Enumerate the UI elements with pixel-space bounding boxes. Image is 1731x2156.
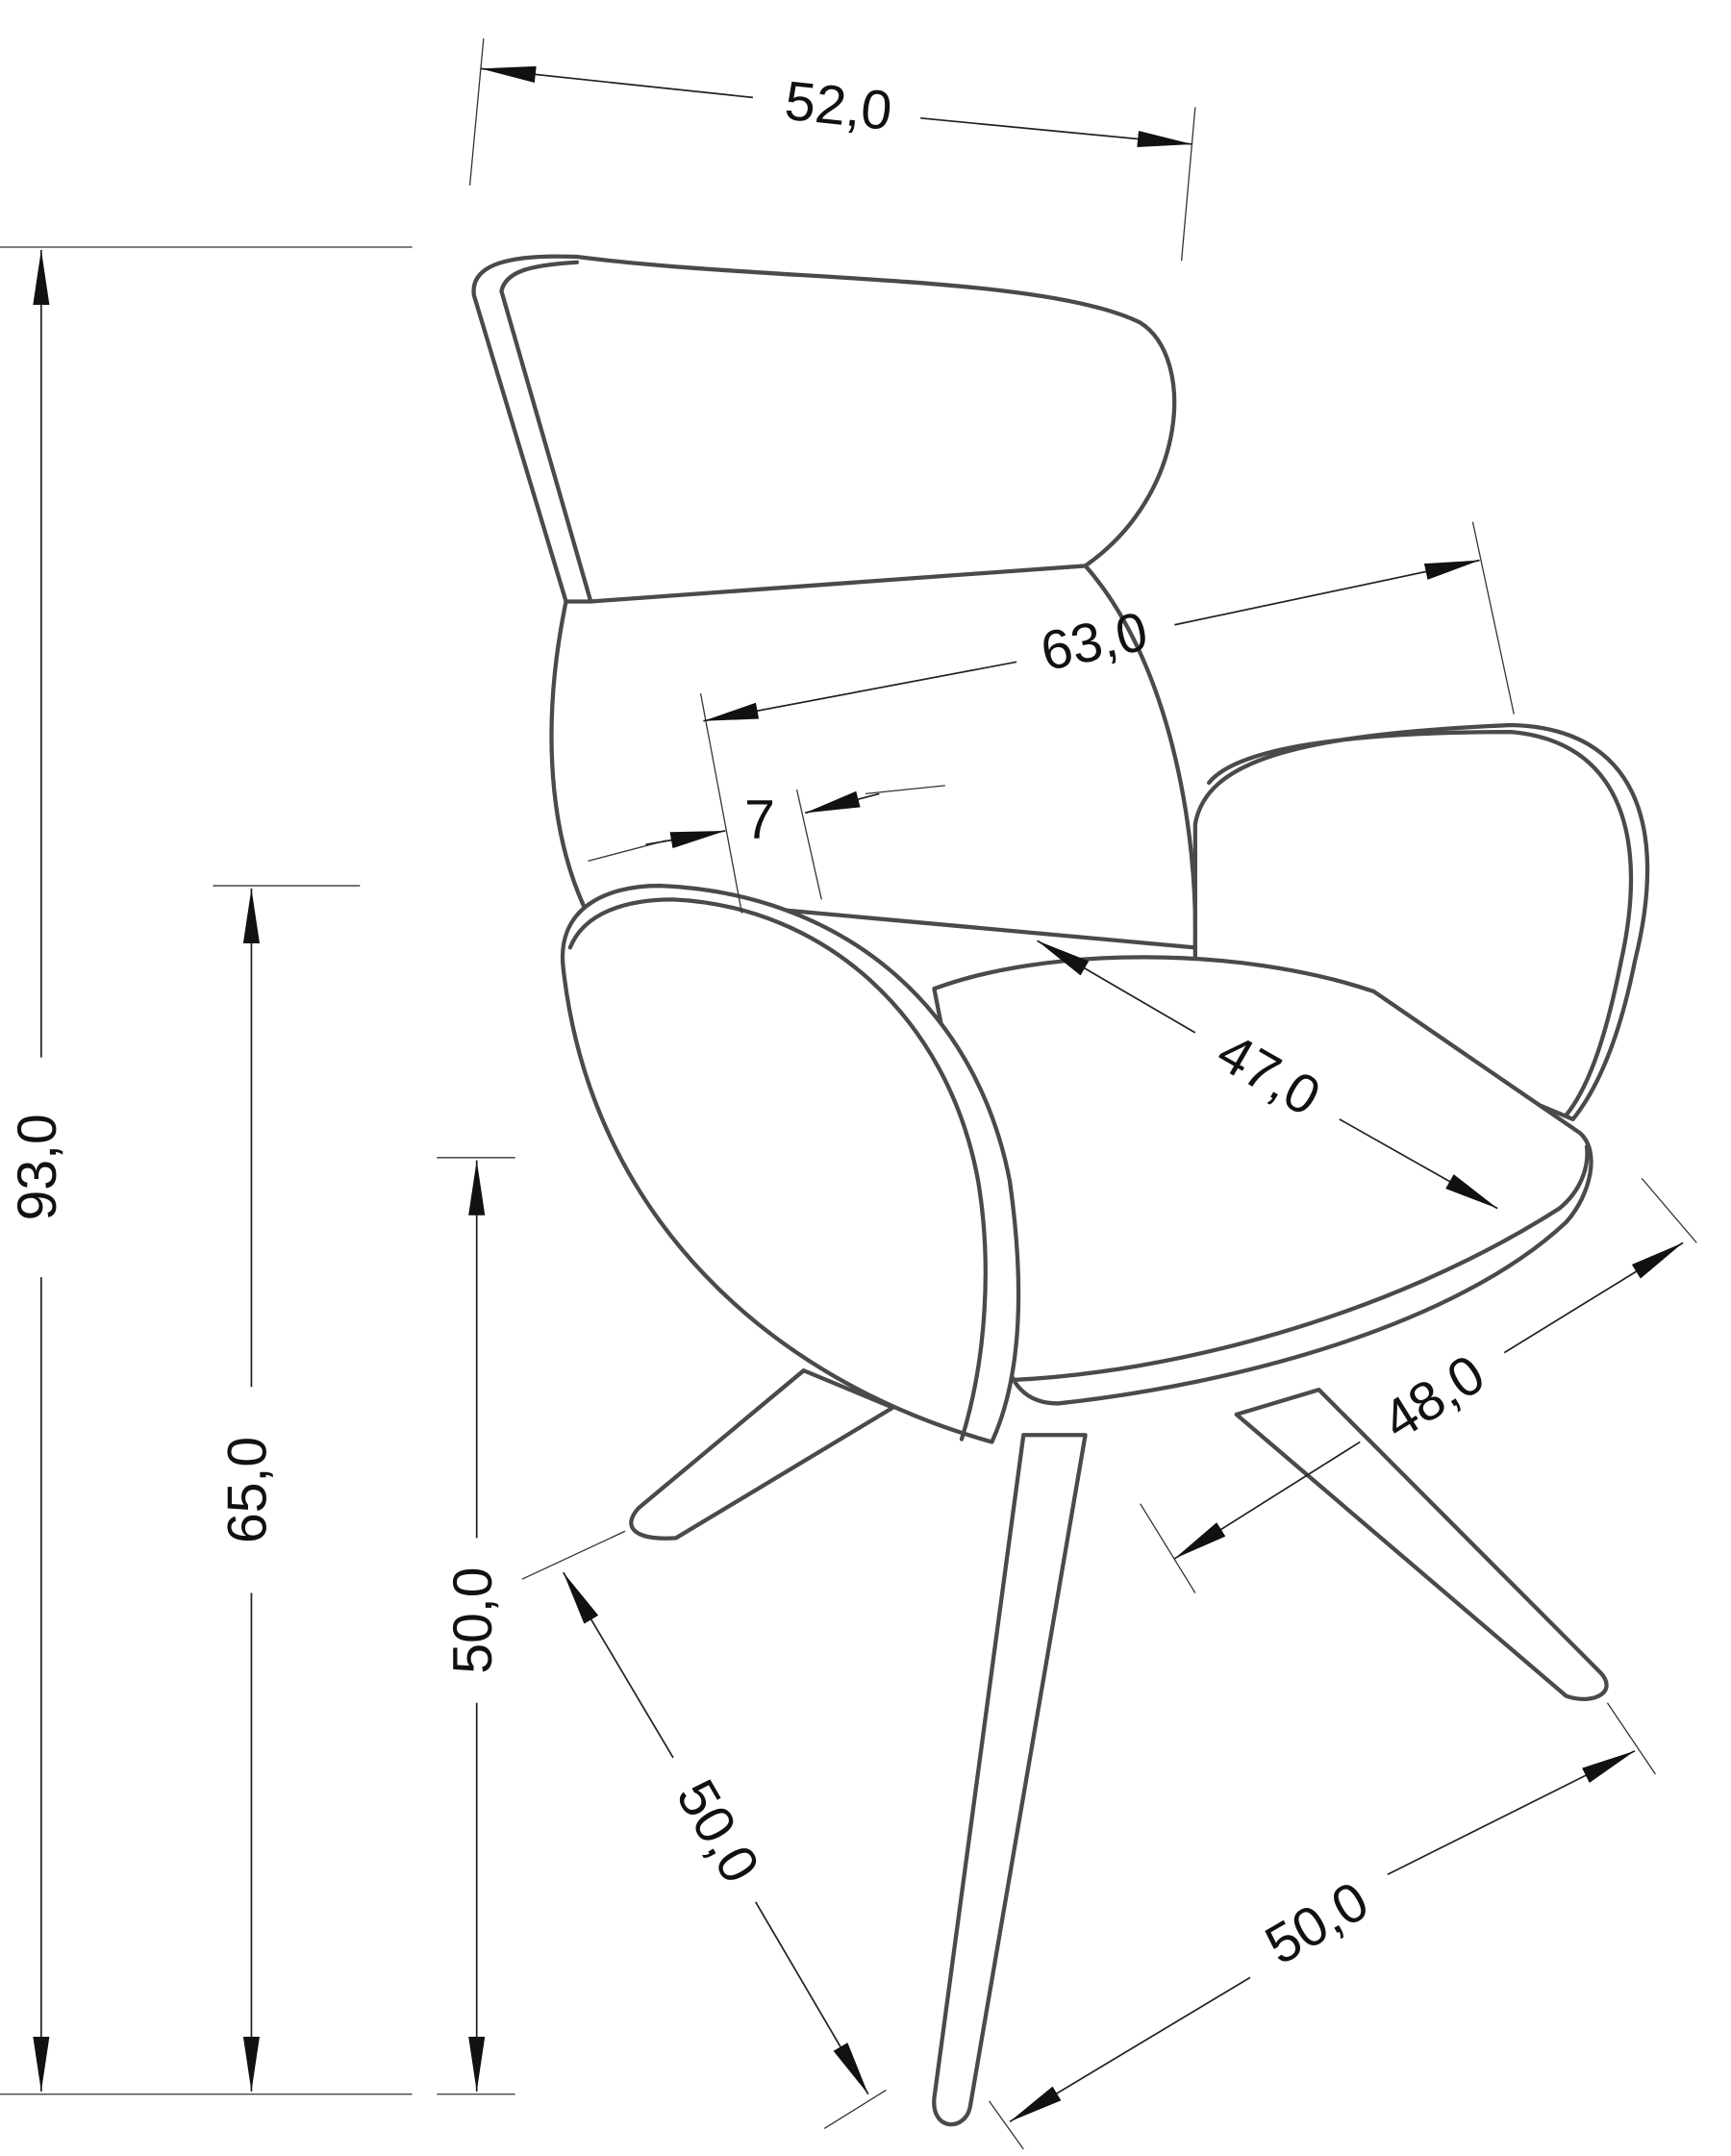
label-armrest-height: 65,0 xyxy=(217,1437,279,1543)
seat xyxy=(932,955,1593,1406)
back-right-leg xyxy=(1234,1388,1609,1701)
headrest-inner-edge xyxy=(499,260,593,604)
right-armrest xyxy=(1192,722,1650,1121)
right-armrest-inner xyxy=(1207,729,1634,1117)
label-armrest-width: 7 xyxy=(744,790,775,851)
front-armrest xyxy=(560,883,1021,1444)
back-left-leg xyxy=(629,1368,895,1541)
front-armrest-inner xyxy=(567,897,988,1442)
label-base-width: 50,0 xyxy=(1255,1870,1378,1977)
front-leg xyxy=(932,1433,1088,2127)
label-backrest-width: 52,0 xyxy=(782,70,894,142)
label-total-height: 93,0 xyxy=(7,1114,68,1220)
label-base-depth: 50,0 xyxy=(665,1769,771,1893)
label-seat-width: 48,0 xyxy=(1372,1343,1495,1452)
label-seat-height: 50,0 xyxy=(442,1567,504,1673)
seat-edge xyxy=(1007,1144,1590,1383)
chair xyxy=(471,254,1650,2127)
dimension-lines xyxy=(0,38,1697,2150)
headrest xyxy=(471,254,1177,604)
